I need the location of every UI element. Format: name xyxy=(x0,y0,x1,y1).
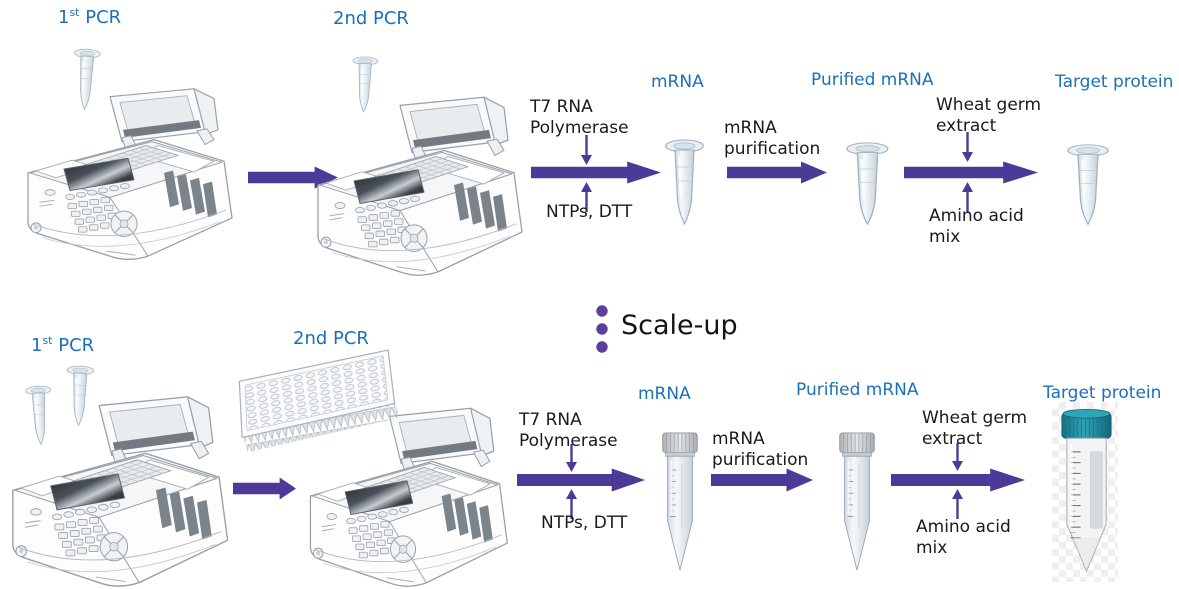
ntps-dtt-label: NTPs, DTT xyxy=(541,513,628,533)
microcentrifuge-tube-icon xyxy=(70,47,102,111)
microcentrifuge-tube-icon xyxy=(664,138,705,226)
mrna-label: mRNA xyxy=(638,384,691,404)
scale-up-dots-icon xyxy=(596,305,608,353)
purified-mrna-label: Purified mRNA xyxy=(811,70,934,90)
arrow-down-icon xyxy=(581,135,592,165)
mrna-purification-label: mRNA purification xyxy=(712,429,809,470)
scale-up-divider: Scale-up xyxy=(590,298,790,358)
arrow-up-icon xyxy=(952,489,963,519)
amino-acid-label: Amino acid mix xyxy=(929,206,1024,247)
microcentrifuge-tube-icon xyxy=(1066,143,1110,226)
flow-arrow-icon xyxy=(904,161,1038,184)
arrow-up-icon xyxy=(566,489,577,519)
flow-arrow-icon xyxy=(517,468,645,492)
flow-arrow-icon xyxy=(233,477,296,500)
falcon-tube-icon xyxy=(1061,408,1112,572)
mrna-purification-label: mRNA purification xyxy=(724,118,821,159)
arrow-down-icon xyxy=(962,132,973,162)
pcr-machine-icon xyxy=(27,88,233,260)
mrna-label: mRNA xyxy=(651,72,704,92)
first-pcr-label: 1st PCR xyxy=(31,334,95,356)
microcentrifuge-tube-icon xyxy=(350,55,379,113)
second-pcr-label: 2nd PCR xyxy=(293,328,369,349)
target-protein-label: Target protein xyxy=(1055,72,1174,92)
wheat-germ-label: Wheat germ extract xyxy=(936,95,1042,136)
microcentrifuge-tube-icon xyxy=(845,141,890,226)
top-row: 1st PCR 2nd PCR T7 RNA Polymerase NTPs, … xyxy=(27,6,1174,276)
arrow-down-icon xyxy=(566,444,577,472)
t7-polymerase-label: T7 RNA Polymerase xyxy=(530,97,629,138)
microcentrifuge-tube-icon xyxy=(64,364,95,427)
conical-tube-icon xyxy=(661,431,699,572)
wheat-germ-label: Wheat germ extract xyxy=(922,408,1028,449)
ntps-dtt-label: NTPs, DTT xyxy=(546,202,633,222)
scale-up-label: Scale-up xyxy=(621,310,738,341)
first-pcr-label: 1st PCR xyxy=(58,6,122,28)
flow-arrow-icon xyxy=(727,161,827,184)
target-protein-label: Target protein xyxy=(1043,383,1162,403)
arrow-up-icon xyxy=(962,182,973,212)
flow-arrow-icon xyxy=(711,468,813,492)
conical-tube-icon xyxy=(838,431,876,572)
microcentrifuge-tube-icon xyxy=(24,384,55,446)
bottom-row: 1st PCR 2nd PCR T7 RNA Polymerase NTPs, … xyxy=(0,295,1179,589)
pcr-machine-icon xyxy=(317,96,523,276)
flow-arrow-icon xyxy=(531,161,661,184)
t7-polymerase-label: T7 RNA Polymerase xyxy=(519,410,618,451)
amino-acid-label: Amino acid mix xyxy=(916,517,1011,558)
arrow-down-icon xyxy=(952,443,963,471)
arrow-up-icon xyxy=(581,182,592,212)
second-pcr-label: 2nd PCR xyxy=(333,8,409,29)
purified-mrna-label: Purified mRNA xyxy=(796,380,919,400)
